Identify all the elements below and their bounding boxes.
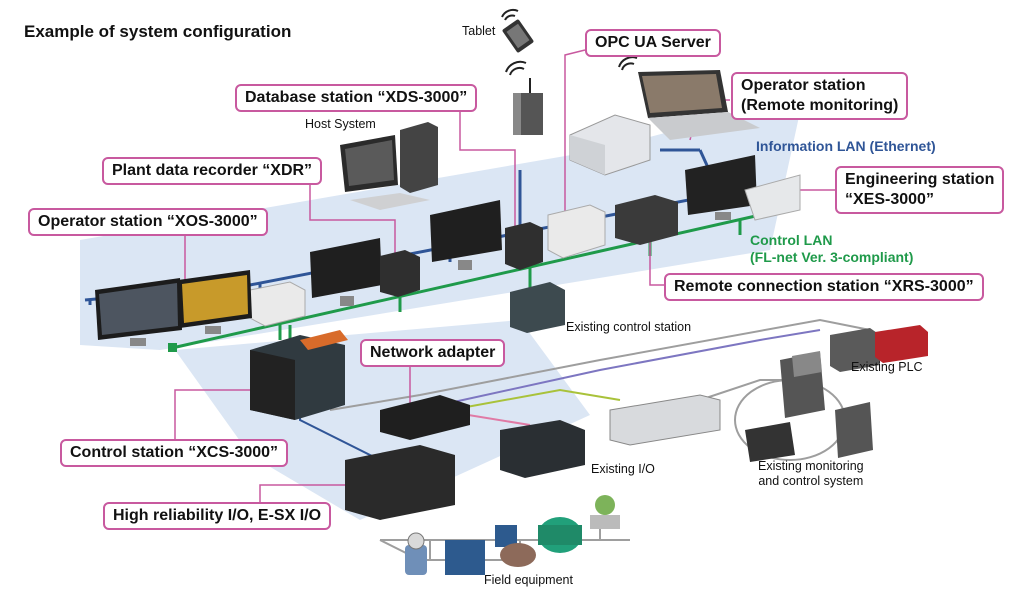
callout-remote-connection-station: Remote connection station “XRS-3000” — [664, 273, 984, 301]
control-lan-terminator — [168, 343, 177, 352]
callout-engineering-station: Engineering station “XES-3000” — [835, 166, 1005, 214]
callout-network-adapter-text: Network adapter — [370, 344, 496, 361]
monitor-icon — [310, 238, 382, 306]
control-station-icon — [250, 330, 348, 420]
information-lan-label-text: Information LAN (Ethernet) — [756, 138, 936, 154]
callout-engineering-station-line1: Engineering station — [845, 171, 995, 188]
existing-control-station-label: Existing control station — [566, 320, 692, 334]
io-module-icon — [500, 420, 585, 478]
callout-operator-station-remote-line1: Operator station — [741, 77, 866, 94]
monitor-icon — [178, 270, 252, 334]
diagram-title: Example of system configuration — [24, 22, 292, 41]
printer-icon — [569, 114, 651, 176]
existing-monitoring-label: Existing monitoring and control system — [758, 459, 864, 489]
wifi-icon — [505, 60, 527, 76]
tablet-icon — [502, 19, 534, 53]
monitor-icon — [430, 200, 502, 270]
callout-operator-station-xos-text: Operator station “XOS-3000” — [38, 213, 258, 230]
router-icon — [513, 78, 543, 135]
motor-icon — [538, 517, 582, 553]
callout-operator-station-remote: Operator station (Remote monitoring) — [731, 72, 909, 120]
flowmeter-icon — [495, 525, 536, 567]
existing-monitoring-label-line2: and control system — [758, 474, 864, 488]
existing-monitoring-label-line1: Existing monitoring — [758, 459, 864, 473]
io-module-icon — [445, 540, 485, 575]
wifi-icon — [501, 8, 519, 21]
monitor-icon — [685, 155, 801, 221]
io-module-icon — [345, 445, 455, 520]
callout-operator-station-xos: Operator station “XOS-3000” — [28, 208, 268, 236]
callout-database-station-text: Database station “XDS-3000” — [245, 89, 468, 106]
callout-database-station: Database station “XDS-3000” — [235, 84, 478, 112]
callout-control-station: Control station “XCS-3000” — [60, 439, 289, 467]
control-lan-label: Control LAN (FL-net Ver. 3-compliant) — [750, 232, 913, 266]
callout-high-reliability-io-text: High reliability I/O, E-SX I/O — [113, 507, 322, 524]
monitor-icon — [95, 278, 182, 346]
host-pc-icon — [340, 122, 438, 210]
tablet-label: Tablet — [462, 24, 496, 38]
server-icon — [615, 195, 678, 245]
flowmeter-icon — [405, 532, 427, 575]
server-icon — [380, 395, 470, 440]
callout-plant-data-recorder-text: Plant data recorder “XDR” — [112, 162, 313, 179]
callout-remote-connection-station-text: Remote connection station “XRS-3000” — [674, 278, 974, 295]
callout-opc-ua-server: OPC UA Server — [585, 29, 721, 57]
server-icon — [380, 250, 420, 297]
callout-high-reliability-io: High reliability I/O, E-SX I/O — [103, 502, 332, 530]
valve-icon — [590, 495, 620, 529]
control-lan-label-line2: (FL-net Ver. 3-compliant) — [750, 249, 914, 265]
plc-icon — [510, 282, 565, 333]
wifi-icon — [618, 56, 638, 71]
laptop-icon — [638, 70, 760, 140]
existing-plc-label: Existing PLC — [851, 360, 923, 374]
host-system-label: Host System — [305, 117, 376, 131]
existing-io-label: Existing I/O — [591, 462, 655, 476]
field-equipment-label: Field equipment — [484, 573, 573, 587]
callout-operator-station-remote-line2: (Remote monitoring) — [741, 97, 899, 114]
plc-icon — [830, 325, 928, 372]
control-lan-label-line1: Control LAN — [750, 232, 833, 248]
callout-control-station-text: Control station “XCS-3000” — [70, 444, 279, 461]
server-icon — [505, 222, 543, 270]
callout-network-adapter: Network adapter — [360, 339, 506, 367]
callout-engineering-station-line2: “XES-3000” — [845, 191, 934, 208]
operator-desk-icon — [745, 351, 873, 462]
callout-opc-ua-server-text: OPC UA Server — [595, 34, 711, 51]
server-icon — [547, 204, 606, 259]
callout-plant-data-recorder: Plant data recorder “XDR” — [102, 157, 323, 185]
io-module-icon — [609, 394, 721, 446]
information-lan-label: Information LAN (Ethernet) — [756, 138, 936, 155]
